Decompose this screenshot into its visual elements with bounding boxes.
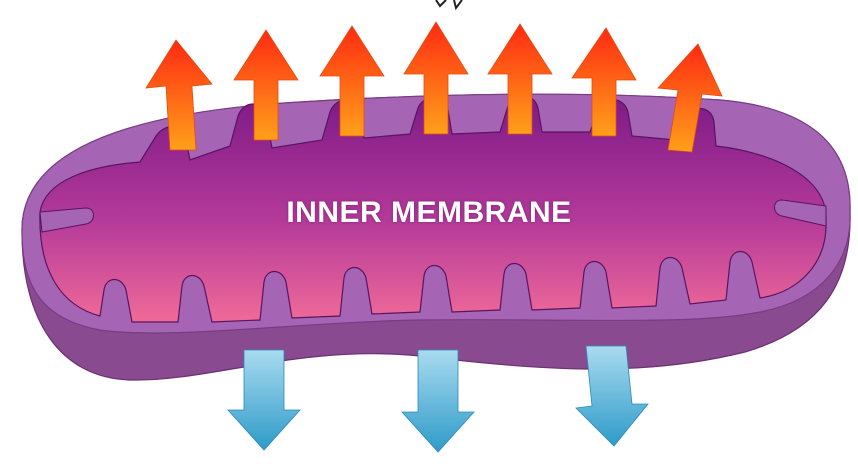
arrow-down-2 (402, 350, 474, 452)
inner-membrane-label: INNER MEMBRANE (0, 196, 858, 230)
cropped-text-fragment (436, 0, 462, 8)
